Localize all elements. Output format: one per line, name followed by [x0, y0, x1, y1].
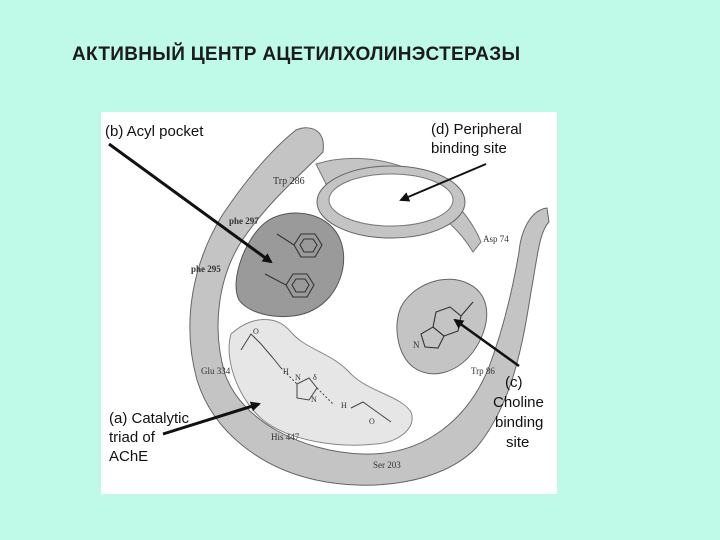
label-catalytic-line3: AChE: [109, 448, 148, 465]
label-choline-line1: (c): [505, 374, 523, 391]
atom-o-ser: O: [369, 417, 375, 426]
gorge-shell: [189, 127, 550, 486]
catalytic-triad-bonds: [240, 333, 392, 423]
label-catalytic-line2: triad of: [109, 429, 156, 446]
label-catalytic-line1: (a) Catalytic: [109, 410, 190, 427]
atom-h-ser: H: [341, 401, 347, 410]
catalytic-region: [228, 319, 413, 446]
arrow-choline: [453, 318, 520, 368]
trp86-indole: [420, 301, 474, 349]
residue-trp286: Trp 286: [273, 176, 305, 187]
residue-his447: His 447: [271, 432, 300, 442]
ache-active-site-figure: Trp 286 phe 297 phe 295 Asp 74 Trp 86 Gl…: [101, 112, 557, 494]
label-peripheral-line2: binding site: [431, 140, 507, 157]
slide-title: АКТИВНЫЙ ЦЕНТР АЦЕТИЛХОЛИНЭСТЕРАЗЫ: [72, 44, 521, 65]
label-acyl-pocket: (b) Acyl pocket: [105, 123, 204, 140]
atom-n-his2: N: [311, 395, 317, 404]
atom-delta: δ: [313, 373, 317, 382]
atom-n-indole: N: [413, 340, 420, 350]
label-choline-line4: site: [506, 434, 529, 451]
label-choline-line3: binding: [495, 414, 543, 431]
label-choline-line2: Choline: [493, 394, 544, 411]
peripheral-site-inner: [328, 173, 454, 227]
residue-phe295: phe 295: [191, 264, 221, 274]
acyl-pocket-region: [235, 212, 345, 318]
label-peripheral-line1: (d) Peripheral: [431, 121, 522, 138]
choline-site-region: [396, 278, 488, 375]
phe295-ring: [264, 273, 315, 298]
arrow-acyl-pocket: [108, 142, 273, 264]
atom-h-glu: H: [283, 367, 289, 376]
residue-phe297: phe 297: [229, 216, 259, 226]
residue-glu334: Glu 334: [201, 366, 231, 376]
atom-n-his1: N: [295, 373, 301, 382]
residue-ser203: Ser 203: [373, 460, 401, 470]
residue-asp74: Asp 74: [483, 234, 509, 244]
arrow-peripheral: [399, 163, 487, 202]
phe297-ring: [276, 233, 323, 258]
residue-trp86: Trp 86: [471, 366, 495, 376]
atom-o-glu: O: [253, 327, 259, 336]
arrow-catalytic: [162, 401, 261, 436]
